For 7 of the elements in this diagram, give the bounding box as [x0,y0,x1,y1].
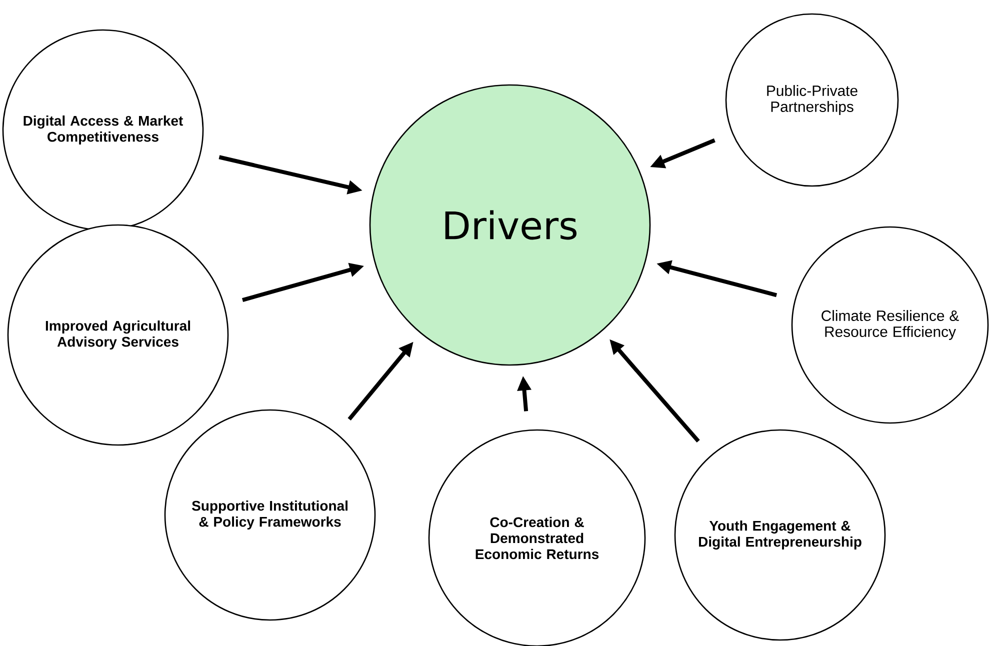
circle-node: Digital Access & Market Competitiveness [2,29,204,231]
circle-node: Public-Private Partnerships [725,13,899,187]
circle-node: Youth Engagement & Digital Entrepreneurship [674,429,886,641]
circle-node: Supportive Institutional & Policy Frameworks [164,409,376,621]
circle-node: Climate Resilience & Resource Efficiency [791,226,989,424]
circle-node: Drivers [369,84,651,366]
circle-node: Improved Agricultural Advisory Services [7,224,229,446]
